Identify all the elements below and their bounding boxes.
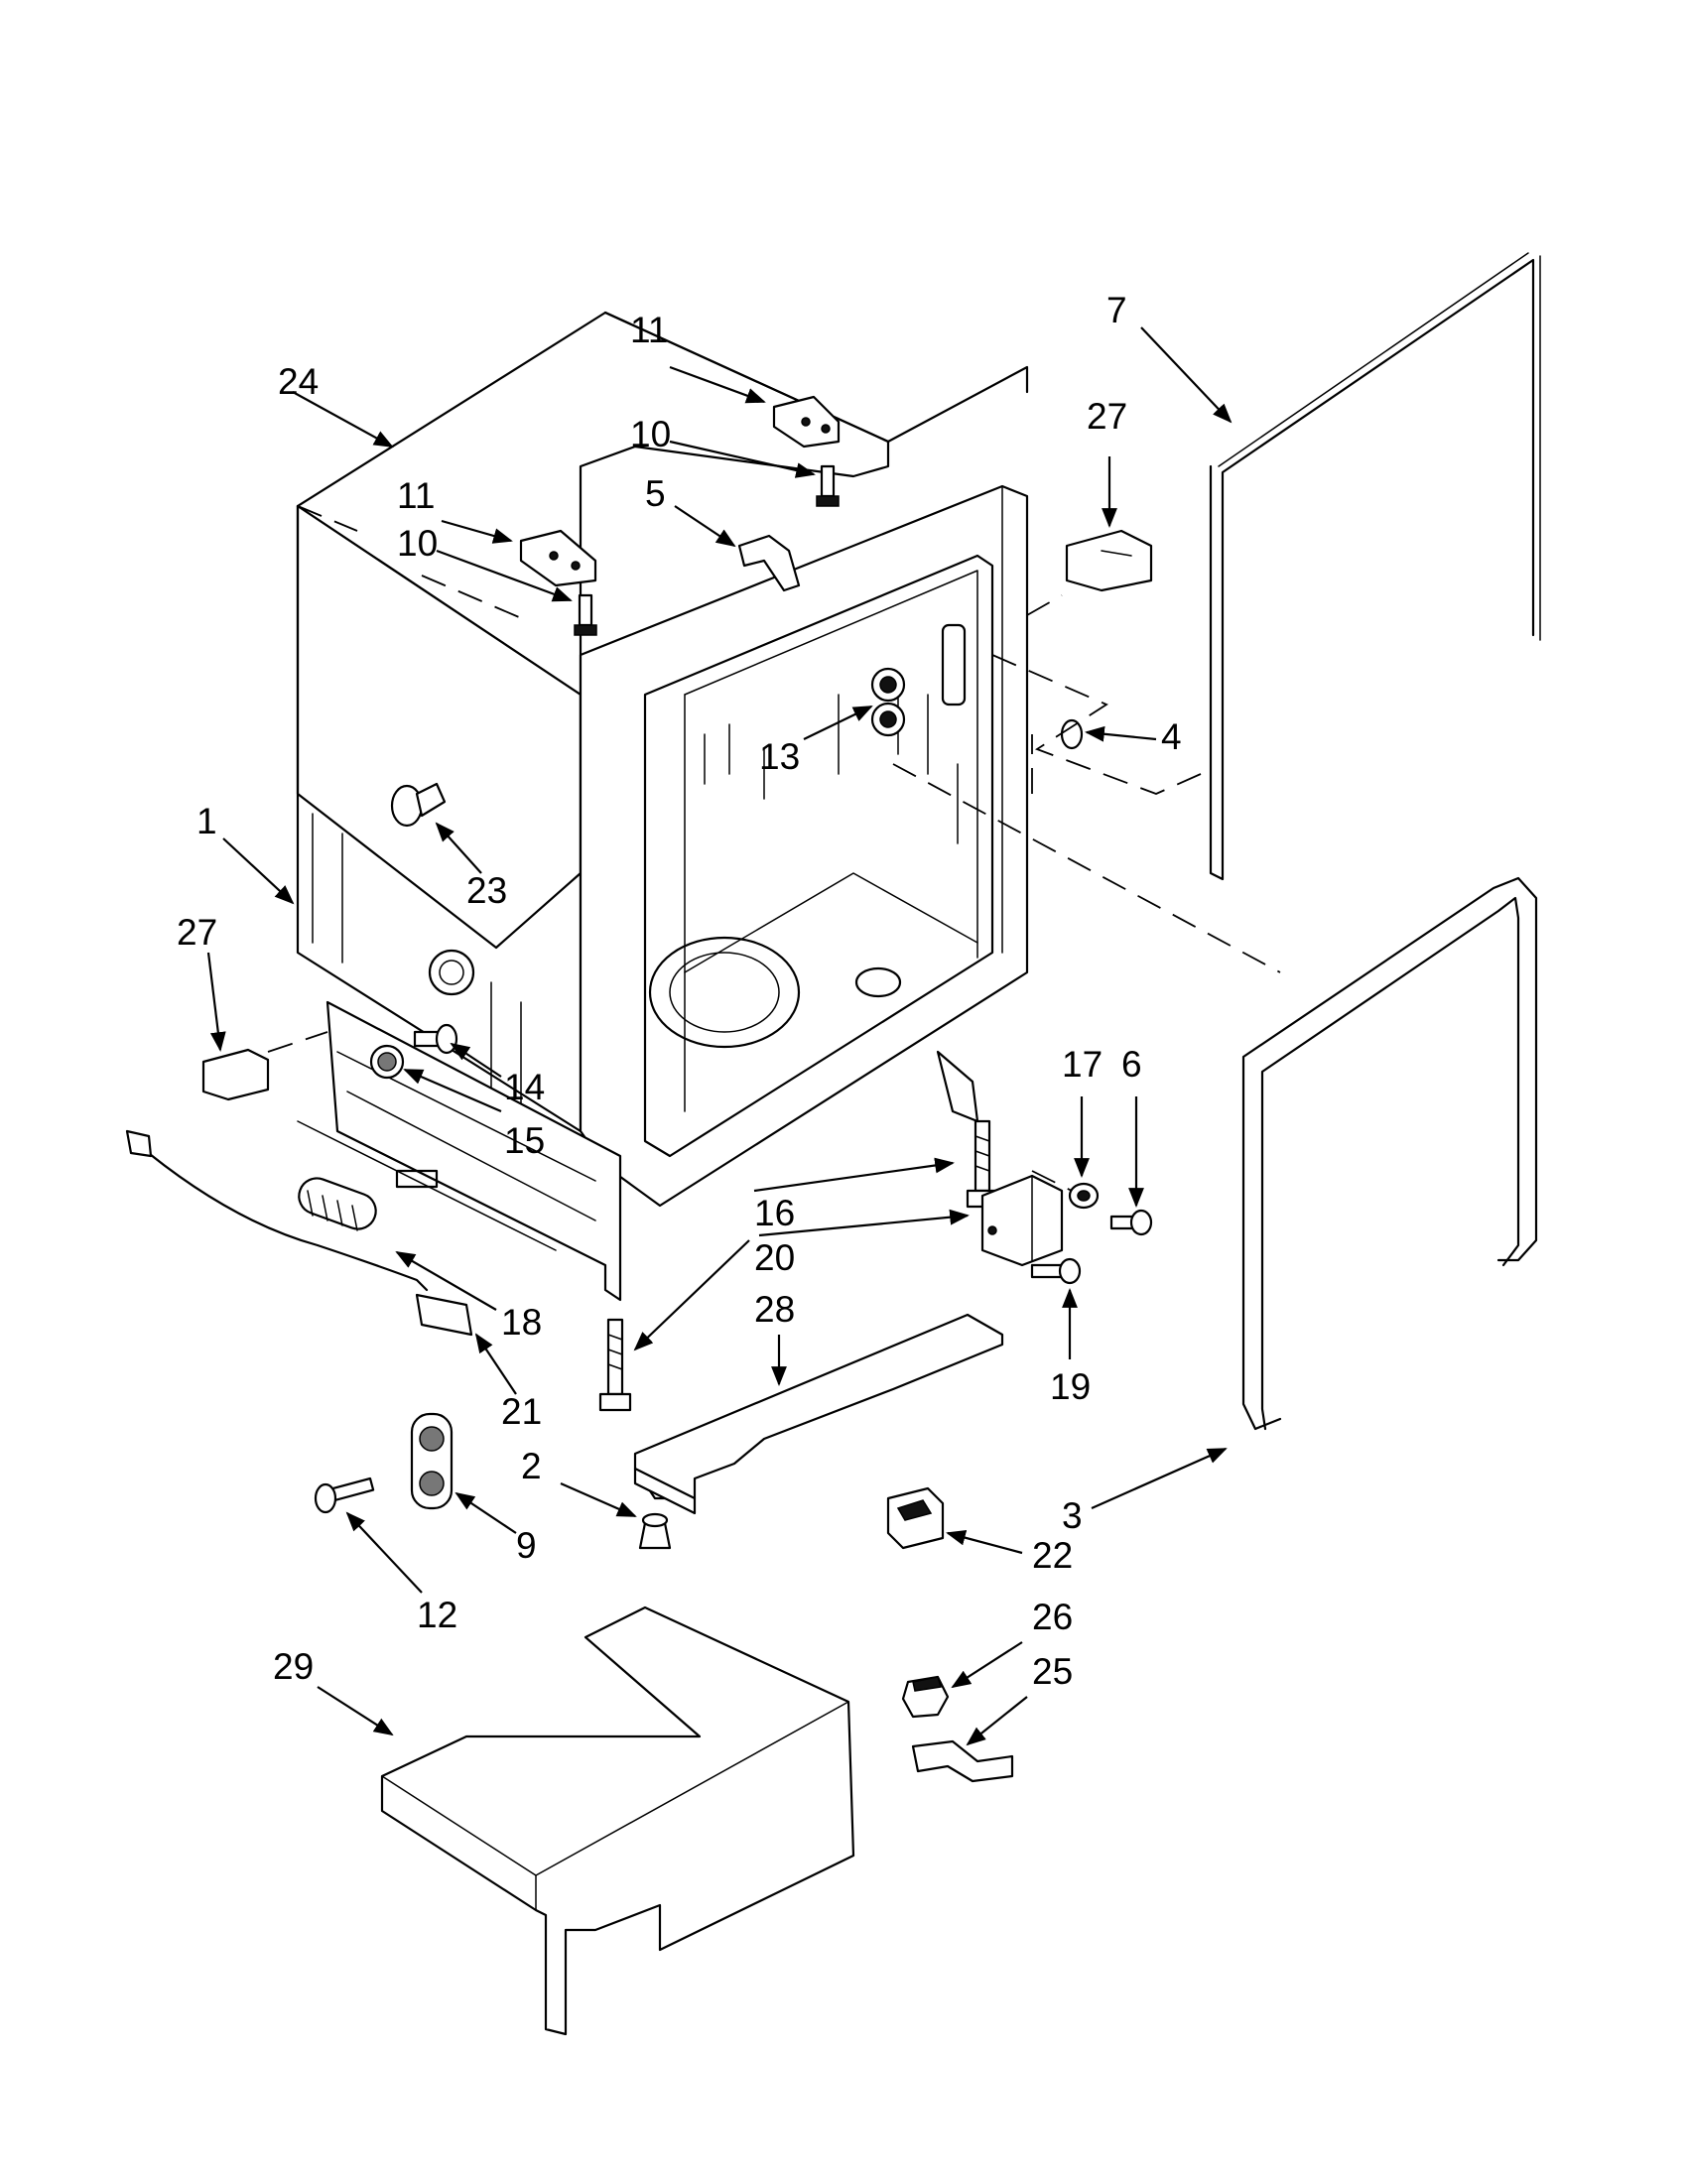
part-3-gasket [1241, 876, 1538, 1431]
part-20-bracket [980, 1174, 1064, 1267]
part-27-bumper-right [1065, 529, 1153, 592]
tub-base-frame [325, 1000, 622, 1302]
label-11-lower: 11 [397, 475, 435, 516]
leader-arrows [206, 326, 1233, 1746]
tub-assembly [296, 311, 1029, 1302]
alignment-lines [267, 505, 1281, 1192]
part-17-washer [1068, 1182, 1100, 1210]
part-22-switch [886, 1486, 945, 1550]
part-12-bolt [314, 1477, 375, 1514]
label-12: 12 [417, 1595, 457, 1635]
part-13-rollers [870, 667, 906, 737]
label-13: 13 [759, 736, 800, 777]
label-17: 17 [1062, 1044, 1103, 1085]
part-5-clip [737, 534, 801, 592]
label-26: 26 [1032, 1597, 1073, 1637]
part-23-push-pin [390, 782, 447, 828]
label-28: 28 [754, 1289, 795, 1330]
part-26-cap [901, 1675, 950, 1719]
label-9: 9 [516, 1525, 537, 1566]
part-10-screw-lower [574, 593, 597, 636]
part-28-plate [633, 1313, 1004, 1515]
label-10-lower: 10 [397, 523, 438, 564]
label-25: 25 [1032, 1651, 1073, 1692]
part-18-hose-and-cord [125, 1129, 429, 1292]
part-15-grommet [369, 1044, 405, 1080]
part-27-bumper-left [201, 1048, 270, 1101]
label-1: 1 [196, 801, 217, 841]
part-11-upper [772, 395, 841, 449]
part-6-screw [1109, 1209, 1153, 1236]
label-16-front: 16 [754, 1193, 795, 1233]
part-labels: 24 11 10 5 11 10 7 27 4 13 23 1 27 14 15… [177, 290, 1182, 1692]
part-2-plug [638, 1512, 672, 1550]
label-24: 24 [278, 361, 319, 402]
part-29-insulation-pad [380, 1606, 855, 2036]
part-21-connector [415, 1293, 473, 1337]
label-22: 22 [1032, 1535, 1073, 1576]
part-11-lower [519, 529, 597, 587]
label-27-lower: 27 [177, 912, 217, 953]
label-5: 5 [645, 473, 666, 514]
label-20: 20 [754, 1237, 795, 1278]
label-11-upper: 11 [630, 310, 668, 350]
part-7-seal [1209, 252, 1541, 881]
label-18: 18 [501, 1302, 542, 1343]
part-4-plug [1060, 718, 1084, 750]
label-4: 4 [1161, 716, 1182, 757]
label-27-upper: 27 [1087, 396, 1127, 437]
part-19-screw [1030, 1257, 1082, 1285]
label-19: 19 [1050, 1366, 1091, 1407]
label-14: 14 [504, 1067, 545, 1107]
part-25-bracket [911, 1739, 1014, 1783]
label-6: 6 [1121, 1044, 1142, 1085]
label-15: 15 [504, 1120, 545, 1161]
label-21: 21 [501, 1391, 542, 1432]
label-10-upper: 10 [630, 414, 671, 454]
part-16-leg-rear [598, 1318, 632, 1412]
part-9-roller-pair [410, 1412, 454, 1510]
label-3: 3 [1062, 1495, 1083, 1536]
label-7: 7 [1106, 290, 1127, 330]
part-10-screw-upper [816, 464, 840, 507]
label-23: 23 [466, 870, 507, 911]
label-29: 29 [273, 1646, 314, 1687]
label-2: 2 [521, 1446, 542, 1486]
